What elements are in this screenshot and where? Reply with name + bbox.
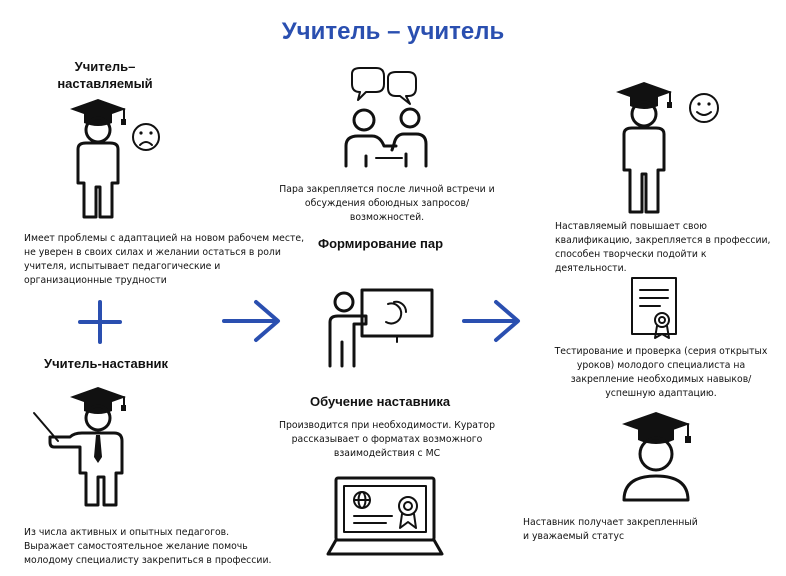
certificate-icon (631, 277, 677, 339)
mentor-training-heading: Обучение наставника (310, 394, 451, 409)
mentor-training-text: Производится при необходимости. Куратор … (278, 420, 496, 459)
mentor-figure-icon (33, 387, 126, 507)
mentee-text: Имеет проблемы с адаптацией на новом раб… (24, 233, 305, 286)
graduate-happy-icon (616, 82, 719, 214)
mentee-heading: Учитель– наставляемый (57, 59, 153, 91)
result-status-text: Наставник получает закрепленный и уважае… (523, 517, 698, 542)
mentor-text: Из числа активных и опытных педагогов. В… (24, 527, 272, 566)
result-qualification-text: Наставляемый повышает свою квалификацию,… (555, 221, 771, 274)
mentee-figure-icon (70, 99, 160, 219)
presentation-icon (328, 288, 434, 368)
plus-icon (78, 300, 122, 344)
arrow-right-icon (462, 300, 520, 342)
page-title: Учитель – учитель (281, 18, 505, 45)
arrow-right-icon (222, 300, 280, 342)
graduate-bust-icon (622, 412, 691, 502)
mentor-heading: Учитель-наставник (44, 356, 169, 371)
result-testing-text: Тестирование и проверка (серия открытых … (554, 346, 768, 399)
pair-forming-heading: Формирование пар (318, 236, 444, 251)
conversation-icon (344, 67, 428, 168)
laptop-icon (326, 476, 444, 556)
pair-meeting-text: Пара закрепляется после личной встречи и… (279, 184, 495, 223)
